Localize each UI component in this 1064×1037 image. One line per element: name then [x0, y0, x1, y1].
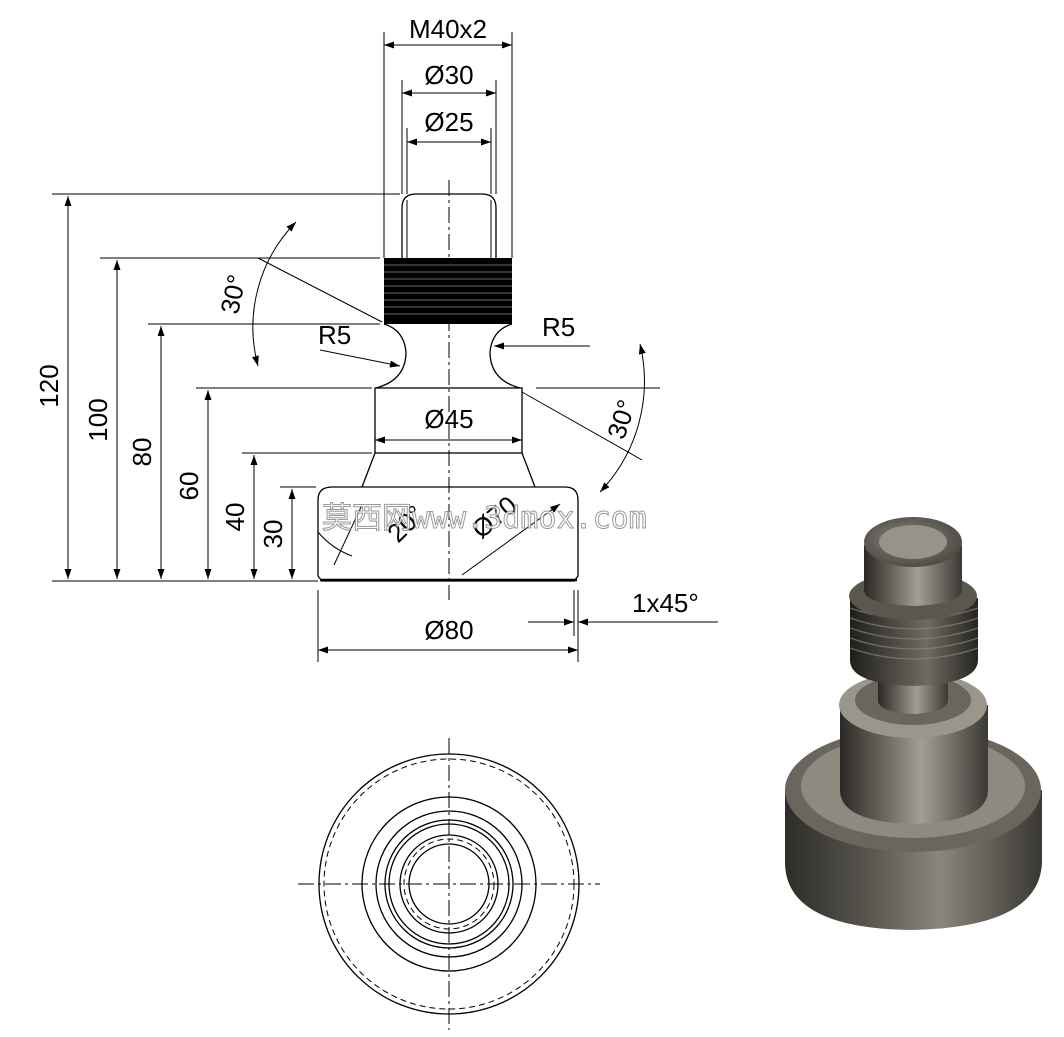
dim-h100-label: 100 — [83, 398, 113, 441]
dimensions: M40x2 Ø30 Ø25 Ø45 Ø80 1x45° 1 — [34, 14, 718, 662]
top-base-outer — [318, 753, 580, 1015]
neck-right — [489, 323, 521, 389]
pin-top — [401, 193, 497, 258]
top-view — [298, 738, 600, 1030]
dim-h80-label: 80 — [127, 438, 157, 467]
dim-dia45-label: Ø45 — [424, 404, 473, 434]
watermark: 莫西网www.3dmox.com — [322, 501, 647, 536]
isometric-render — [785, 517, 1042, 930]
dim-angle30-left-label: 30° — [214, 272, 252, 317]
dim-r5-right-label: R5 — [542, 312, 575, 342]
neck-left — [375, 323, 407, 389]
dim-h60-label: 60 — [174, 472, 204, 501]
dim-dia80-label: Ø80 — [424, 615, 473, 645]
cylinder-45 — [374, 387, 523, 454]
dim-h120-label: 120 — [34, 364, 64, 407]
dim-thread-label: M40x2 — [409, 14, 487, 44]
dim-dia25-label: Ø25 — [424, 107, 473, 137]
dim-dia30-label: Ø30 — [424, 60, 473, 90]
dim-h40-label: 40 — [220, 503, 250, 532]
dim-chamfer-label: 1x45° — [632, 588, 699, 618]
dim-h30-label: 30 — [258, 520, 288, 549]
thread-section — [384, 258, 512, 324]
front-view — [317, 180, 579, 600]
cone — [361, 452, 536, 488]
dim-r5-left-label: R5 — [318, 320, 351, 350]
dim-angle30-right-label: 30° — [601, 396, 642, 443]
